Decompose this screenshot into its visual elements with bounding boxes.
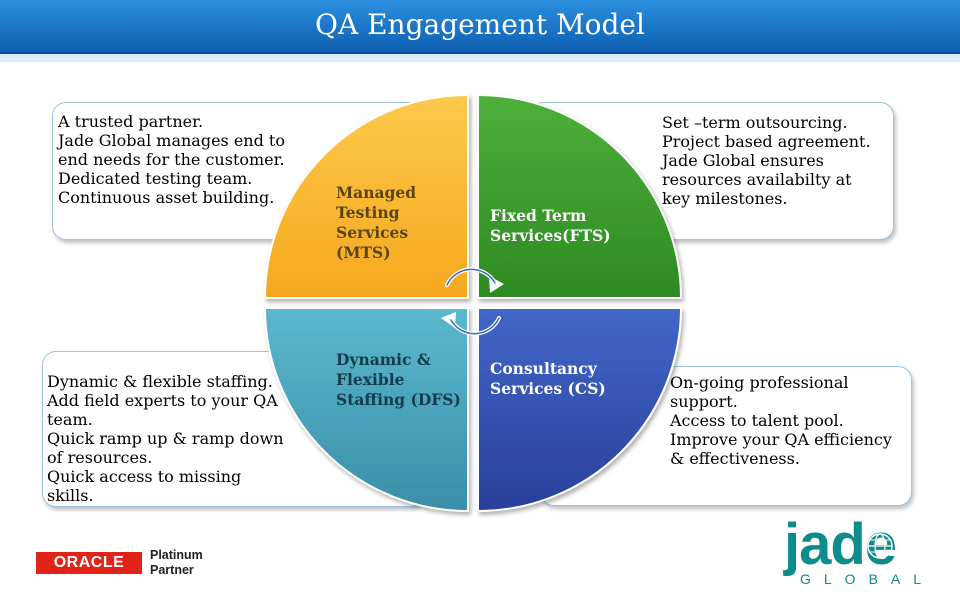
list-item: Access to talent pool. [670,411,844,430]
list-item: On-going professional support. [670,373,849,411]
list-item: Dynamic & flexible staffing. [47,372,273,391]
list-item: A trusted partner. [58,112,204,131]
dfs-bullet-list: Dynamic & flexible staffing. Add field e… [47,372,292,505]
fts-label-line: Services(FTS) [490,226,611,245]
mts-label-line: (MTS) [336,243,391,262]
jade-logo-wordmark: jade [783,512,896,577]
oracle-partner-tier: Platinum Partner [150,548,203,578]
oracle-tier-line: Partner [150,563,194,577]
globe-icon [867,533,893,559]
jade-logo-subtext: GLOBAL [800,571,934,587]
dfs-quadrant [263,307,469,513]
list-item: Continuous asset building. [58,188,275,207]
mts-label-line: Services [336,223,409,242]
mts-label: Managed Testing Services (MTS) [336,183,416,263]
cs-label-line: Consultancy [490,359,597,378]
oracle-tier-line: Platinum [150,548,203,562]
list-item: Jade Global ensures resources availabilt… [662,151,852,208]
list-item: Set –term outsourcing. [662,113,848,132]
list-item: Quick ramp up & ramp down of resources. [47,429,284,467]
fts-label-line: Fixed Term [490,206,587,225]
list-item: Improve your QA efficiency & effectivene… [670,430,892,468]
oracle-logo: ORACLE [36,552,142,574]
list-item: Quick access to missing skills. [47,467,242,505]
fts-label: Fixed Term Services(FTS) [490,206,611,246]
dfs-label-line: Dynamic & [336,350,431,369]
page-title: QA Engagement Model [315,8,645,41]
title-bar [0,0,960,54]
list-item: Jade Global manages end to end needs for… [58,131,285,169]
cs-quadrant [477,307,683,513]
mts-label-line: Testing [336,203,400,222]
list-item: Dedicated testing team. [58,169,253,188]
mts-bullet-list: A trusted partner. Jade Global manages e… [58,112,298,207]
fts-quadrant [477,93,683,299]
mts-quadrant [263,93,469,299]
dfs-label: Dynamic & Flexible Staffing (DFS) [336,350,461,410]
list-item: Project based agreement. [662,132,871,151]
dfs-label-line: Flexible [336,370,405,389]
jade-global-logo: jade GLOBAL [783,512,934,587]
cs-bullet-list: On-going professional support. Access to… [670,373,902,468]
title-stripe [0,54,960,62]
fts-bullet-list: Set –term outsourcing. Project based agr… [662,113,884,208]
cs-label-line: Services (CS) [490,379,606,398]
mts-label-line: Managed [336,183,417,202]
list-item: Add field experts to your QA team. [47,391,278,429]
cs-label: Consultancy Services (CS) [490,359,606,399]
dfs-label-line: Staffing (DFS) [336,390,461,409]
